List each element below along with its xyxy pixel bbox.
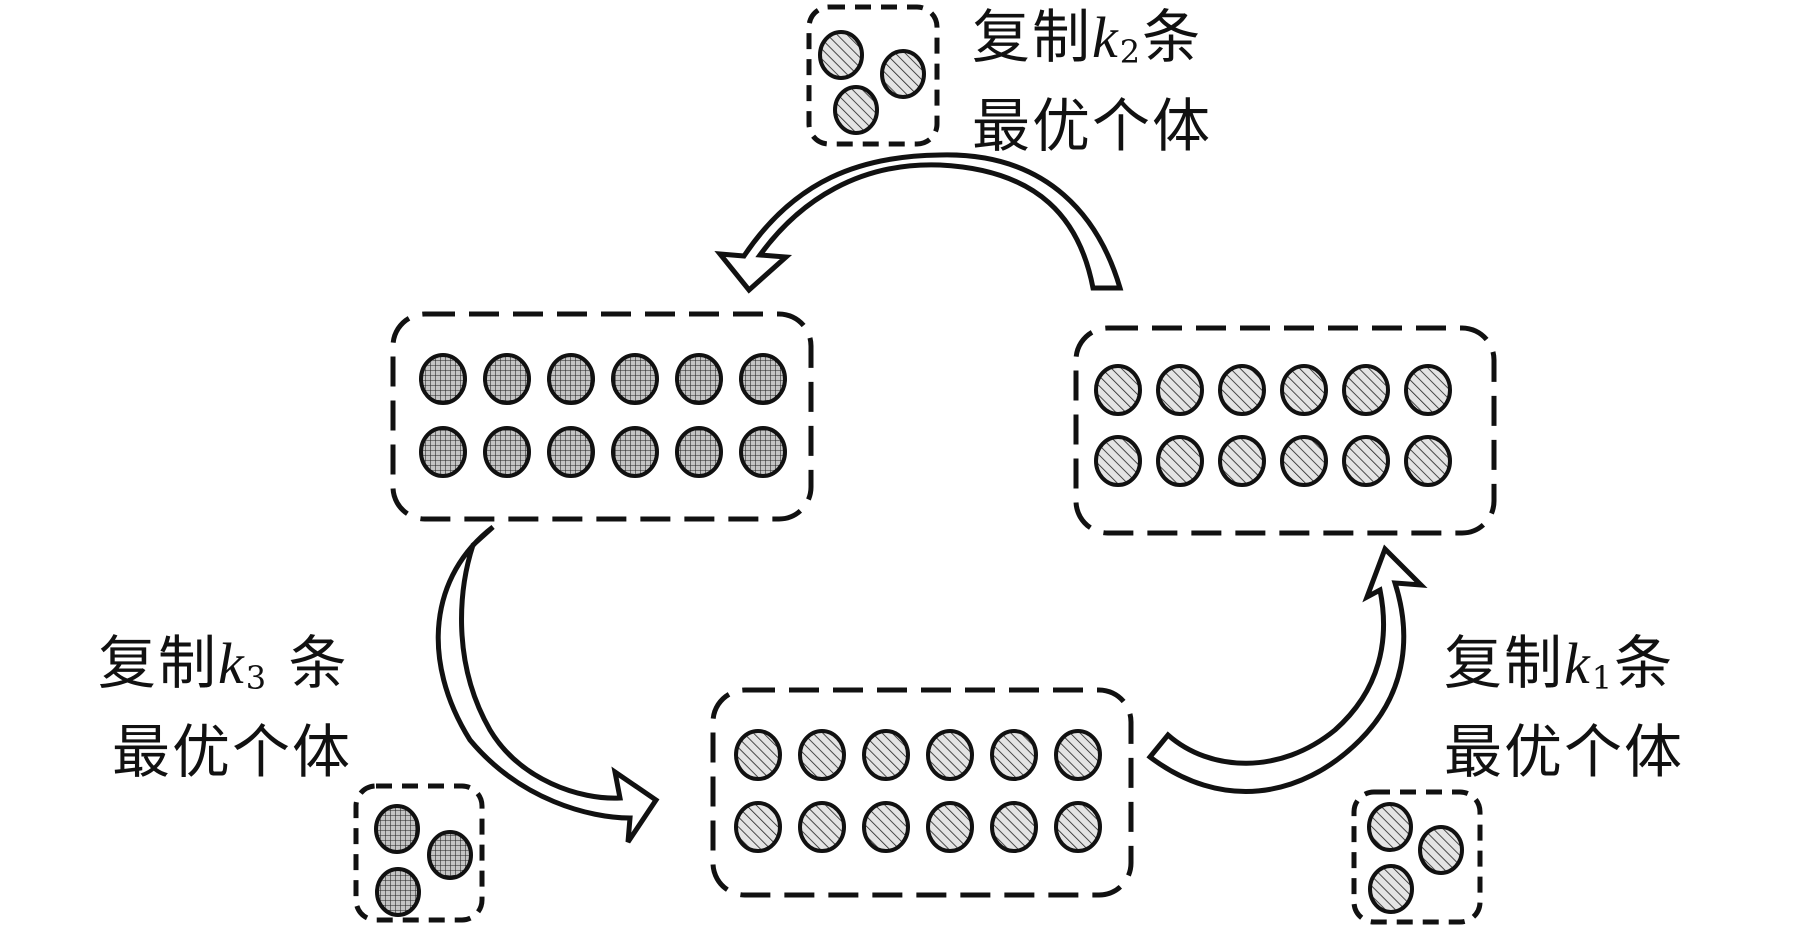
individual-circle: [547, 353, 595, 405]
individual-circle: [880, 49, 926, 99]
population-individuals: [1094, 364, 1452, 487]
individual-circle: [734, 801, 782, 853]
population-individuals: [734, 729, 1102, 853]
individual-circle: [1418, 825, 1464, 875]
label-text: 复制: [972, 3, 1093, 71]
individual-circle: [1368, 864, 1414, 914]
individual-circle: [611, 353, 659, 405]
elite-group-k1: [1351, 789, 1483, 925]
variable-k: k: [218, 631, 246, 696]
migration-arrow-top-left-to-bottom: [435, 525, 660, 844]
label-text: 条: [268, 629, 349, 697]
individual-circle: [419, 353, 467, 405]
individual-circle: [1404, 364, 1452, 416]
subscript: 3: [245, 659, 269, 697]
individual-circle: [990, 729, 1038, 781]
individual-circle: [734, 729, 782, 781]
individual-circle: [1156, 435, 1204, 487]
individual-circle: [547, 426, 595, 478]
individual-circle: [1054, 729, 1102, 781]
label-k2: 复制k2条 最优个体: [972, 0, 1212, 163]
label-k3: 复制k3 条 最优个体: [98, 626, 352, 789]
individual-circle: [419, 426, 467, 478]
individual-circle: [375, 867, 421, 917]
individual-circle: [1342, 435, 1390, 487]
individual-circle: [1094, 435, 1142, 487]
individual-circle: [833, 85, 879, 135]
individual-circle: [862, 801, 910, 853]
label-text: 条: [1614, 629, 1675, 697]
migration-arrow-bottom-to-right: [1146, 544, 1428, 794]
elite-group-k2: [806, 4, 940, 147]
individual-circle: [675, 426, 723, 478]
individual-circle: [1367, 802, 1413, 852]
label-text: 复制: [1444, 629, 1565, 697]
label-k3-line2: 最优个体: [112, 718, 353, 786]
individual-circle: [798, 801, 846, 853]
individual-circle: [1280, 364, 1328, 416]
individual-circle: [374, 804, 420, 854]
label-k2-line1: 复制k2条: [972, 0, 1212, 89]
label-k2-line2: 最优个体: [972, 92, 1213, 160]
individual-circle: [818, 30, 864, 80]
individual-circle: [1280, 435, 1328, 487]
individual-circle: [862, 729, 910, 781]
label-k1-line2: 最优个体: [1444, 718, 1685, 786]
subscript: 2: [1119, 33, 1143, 71]
individual-circle: [798, 729, 846, 781]
individual-circle: [926, 729, 974, 781]
individual-circle: [1054, 801, 1102, 853]
individual-circle: [483, 426, 531, 478]
individual-circle: [675, 353, 723, 405]
elite-group-k3: [353, 783, 485, 923]
individual-circle: [611, 426, 659, 478]
individual-circle: [926, 801, 974, 853]
individual-circle: [1404, 435, 1452, 487]
label-text: 复制: [98, 629, 219, 697]
label-text: 条: [1142, 3, 1203, 71]
population-individuals: [419, 353, 787, 478]
population-box-top-left: [390, 311, 814, 522]
variable-k: k: [1564, 631, 1592, 696]
subscript: 1: [1591, 659, 1615, 697]
individual-circle: [739, 353, 787, 405]
individual-circle: [1218, 435, 1266, 487]
label-k1: 复制k1条 最优个体: [1444, 626, 1684, 789]
migration-arrow-right-to-top-left: [714, 152, 1124, 294]
individual-circle: [427, 830, 473, 880]
individual-circle: [990, 801, 1038, 853]
individual-circle: [1342, 364, 1390, 416]
label-k1-line1: 复制k1条: [1444, 626, 1684, 715]
individual-circle: [1094, 364, 1142, 416]
variable-k: k: [1092, 5, 1120, 70]
individual-circle: [483, 353, 531, 405]
individual-circle: [1156, 364, 1204, 416]
individual-circle: [1218, 364, 1266, 416]
population-box-right: [1073, 325, 1497, 536]
label-k3-line1: 复制k3 条: [98, 626, 352, 715]
individual-circle: [739, 426, 787, 478]
population-box-bottom: [710, 687, 1134, 898]
